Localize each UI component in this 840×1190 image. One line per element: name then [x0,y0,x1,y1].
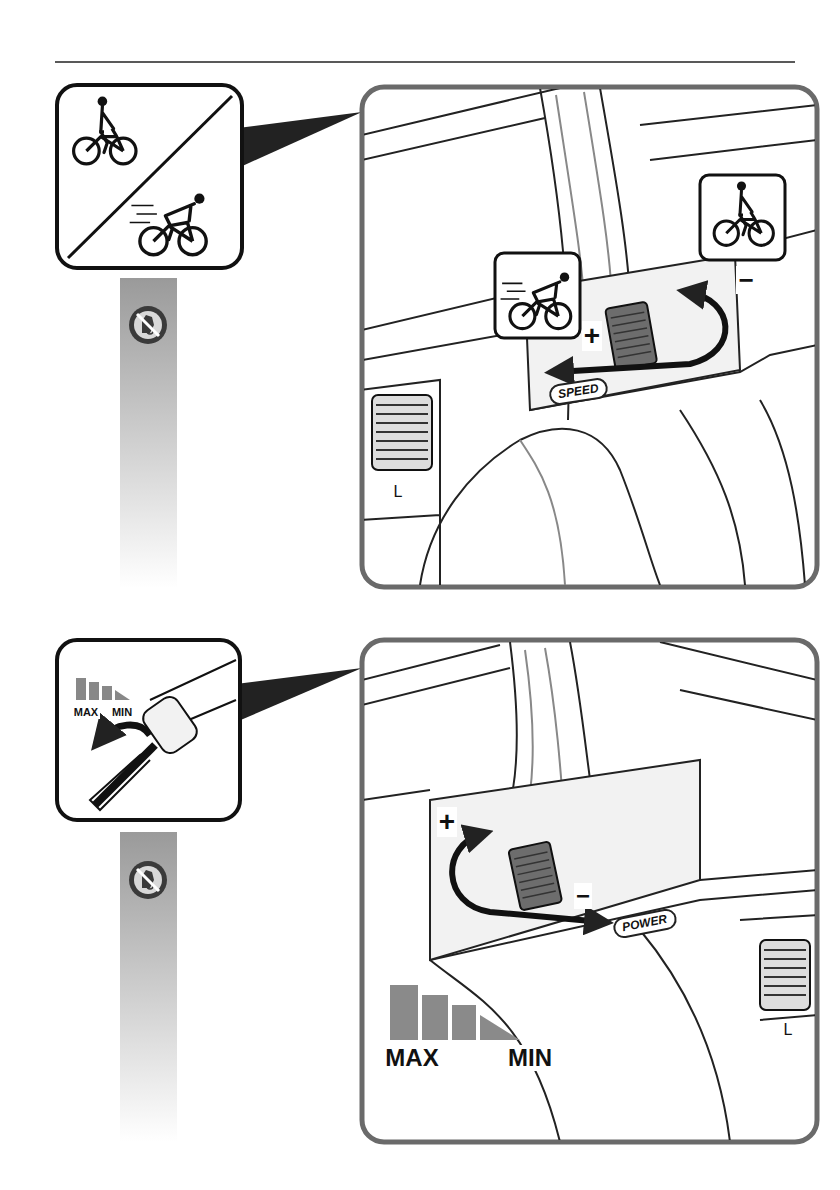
scale-label: MAX [72,706,100,719]
scale-label: MIN [110,706,134,719]
speed-wheel [605,302,657,370]
header-rule [55,61,795,63]
lock-button [372,395,432,470]
control-label: SPEED [557,382,600,401]
power-inset [57,640,362,820]
scale-label: − [574,883,592,909]
prohibition-icon [129,306,167,344]
speed-inset [57,85,362,268]
detail-panel [362,87,817,587]
scale-label: + [582,321,602,351]
tool-housing [364,642,815,1140]
warning-bar [120,278,177,588]
warning-bar [120,832,177,1142]
scale-label: − [736,266,755,294]
button-letter: L [782,1021,795,1039]
detail-panel [362,640,817,1142]
scale-label: MIN [506,1045,554,1071]
lock-button [760,940,810,1010]
scale-label: + [437,807,457,837]
power-wheel [508,841,562,910]
power-slot [430,760,700,960]
power-scale [390,985,520,1040]
scale-label: MAX [383,1045,440,1071]
prohibition-icon [129,861,167,899]
adjust-arrow [452,834,602,922]
slow-icon [700,175,785,260]
fast-icon [495,253,580,338]
tool-housing [364,89,815,585]
button-letter: L [392,483,405,501]
